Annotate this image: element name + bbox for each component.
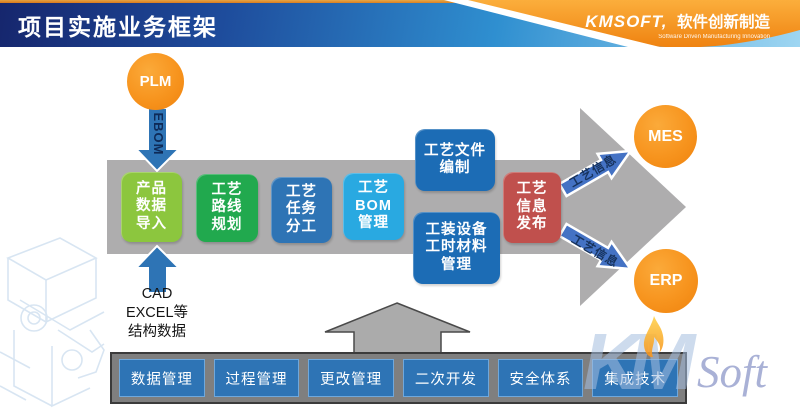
process-box-label: 工艺 路线 规划 [211,181,243,233]
process-box-label: 工艺 任务 分工 [286,183,317,235]
mes-node: MES [634,105,697,168]
process-box-task-assignment: 工艺 任务 分工 [271,177,332,243]
flow-arrow-to-mes [557,149,634,198]
header: 项目实施业务框架 KMSOFT, 软件创新制造 Software Driven … [0,0,800,47]
foundation-item-integration-technology: 集成技术 [592,359,679,397]
process-box-tooling-materials: 工装设备 工时材料 管理 [413,212,500,284]
foundation-bar: 数据管理 过程管理 更改管理 二次开发 安全体系 集成技术 [110,352,687,404]
cad-source-note: CAD EXCEL等 结构数据 [125,286,189,341]
ebom-arrow-label: EBOM [151,112,166,156]
kmsoft-logo: KMSOFT, 软件创新制造 Software Driven Manufactu… [585,13,770,40]
process-box-label: 产品 数据 导入 [136,180,167,232]
machinery-sketch-icon [0,237,105,408]
process-box-info-release: 工艺 信息 发布 [503,172,561,243]
foundation-item-secondary-development: 二次开发 [403,359,489,397]
plm-node: PLM [127,53,184,110]
foundation-item-change-management: 更改管理 [308,359,395,397]
flow-arrow-to-erp [557,222,634,271]
cad-up-arrow [133,244,182,294]
foundation-item-security-system: 安全体系 [497,359,584,397]
foundation-item-process-management: 过程管理 [213,359,300,397]
process-box-label: 工艺 信息 发布 [516,181,548,233]
foundation-item-data-management: 数据管理 [119,359,205,397]
header-swoosh-icon [0,0,800,47]
logo-slogan: 软件创新制造 [676,14,770,31]
logo-brand: KMSOFT, [585,12,668,31]
process-box-label: 工艺 BOM 管理 [355,180,392,232]
process-box-bom-management: 工艺 BOM 管理 [343,173,404,240]
process-box-route-planning: 工艺 路线 规划 [196,174,258,242]
process-box-product-data-import: 产品 数据 导入 [121,172,182,242]
logo-subtitle: Software Driven Manufacturing Innovation [658,33,770,40]
page-title: 项目实施业务框架 [18,14,218,40]
erp-node: ERP [634,249,698,313]
foundation-up-arrow [324,302,471,354]
process-box-document-authoring: 工艺文件 编制 [415,129,495,191]
ebom-down-arrow [133,107,182,173]
process-box-label: 工艺文件 编制 [424,142,486,176]
logo-line: KMSOFT, 软件创新制造 [585,13,770,32]
process-box-label: 工装设备 工时材料 管理 [425,221,488,273]
